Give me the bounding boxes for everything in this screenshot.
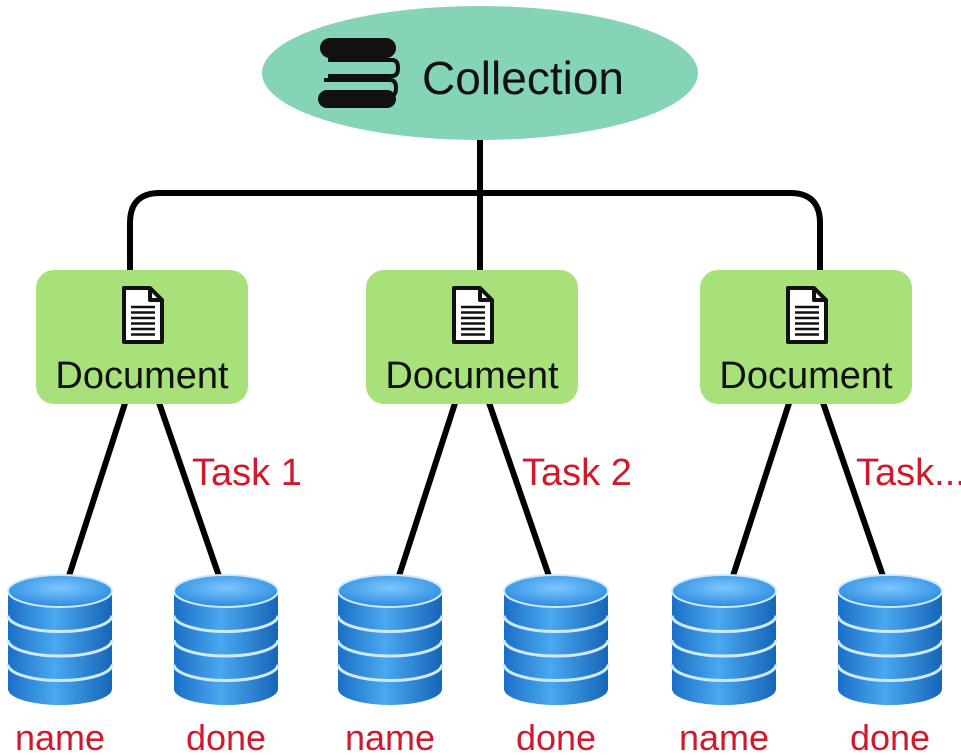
field-label: name bbox=[15, 717, 105, 755]
field-label: name bbox=[679, 717, 769, 755]
connector-left bbox=[127, 190, 483, 273]
database-icon bbox=[336, 574, 444, 705]
connector-right bbox=[477, 190, 823, 273]
document-label: Document bbox=[55, 355, 229, 397]
task-label: Task... bbox=[856, 452, 961, 494]
field-connectors bbox=[729, 391, 887, 582]
collection-node: Collection bbox=[262, 6, 698, 140]
task-label: Task 1 bbox=[192, 452, 302, 494]
database-icon bbox=[670, 574, 778, 705]
collection-connectors bbox=[127, 117, 823, 273]
document-icon bbox=[452, 286, 494, 344]
document-icon bbox=[122, 286, 164, 344]
database-icon bbox=[502, 574, 610, 705]
document-label: Document bbox=[719, 355, 893, 397]
database-icon bbox=[836, 574, 944, 705]
books-stack-icon bbox=[318, 38, 400, 108]
document-icon bbox=[786, 286, 828, 344]
field-label: done bbox=[186, 717, 266, 755]
database-icon bbox=[6, 574, 114, 705]
collection-label: Collection bbox=[422, 52, 624, 104]
task-label: Task 2 bbox=[522, 452, 632, 494]
document-label: Document bbox=[385, 355, 559, 397]
field-label: name bbox=[345, 717, 435, 755]
database-icon bbox=[172, 574, 280, 705]
field-label: done bbox=[516, 717, 596, 755]
field-connectors bbox=[395, 391, 553, 582]
field-label: done bbox=[850, 717, 930, 755]
field-connectors bbox=[65, 391, 223, 582]
